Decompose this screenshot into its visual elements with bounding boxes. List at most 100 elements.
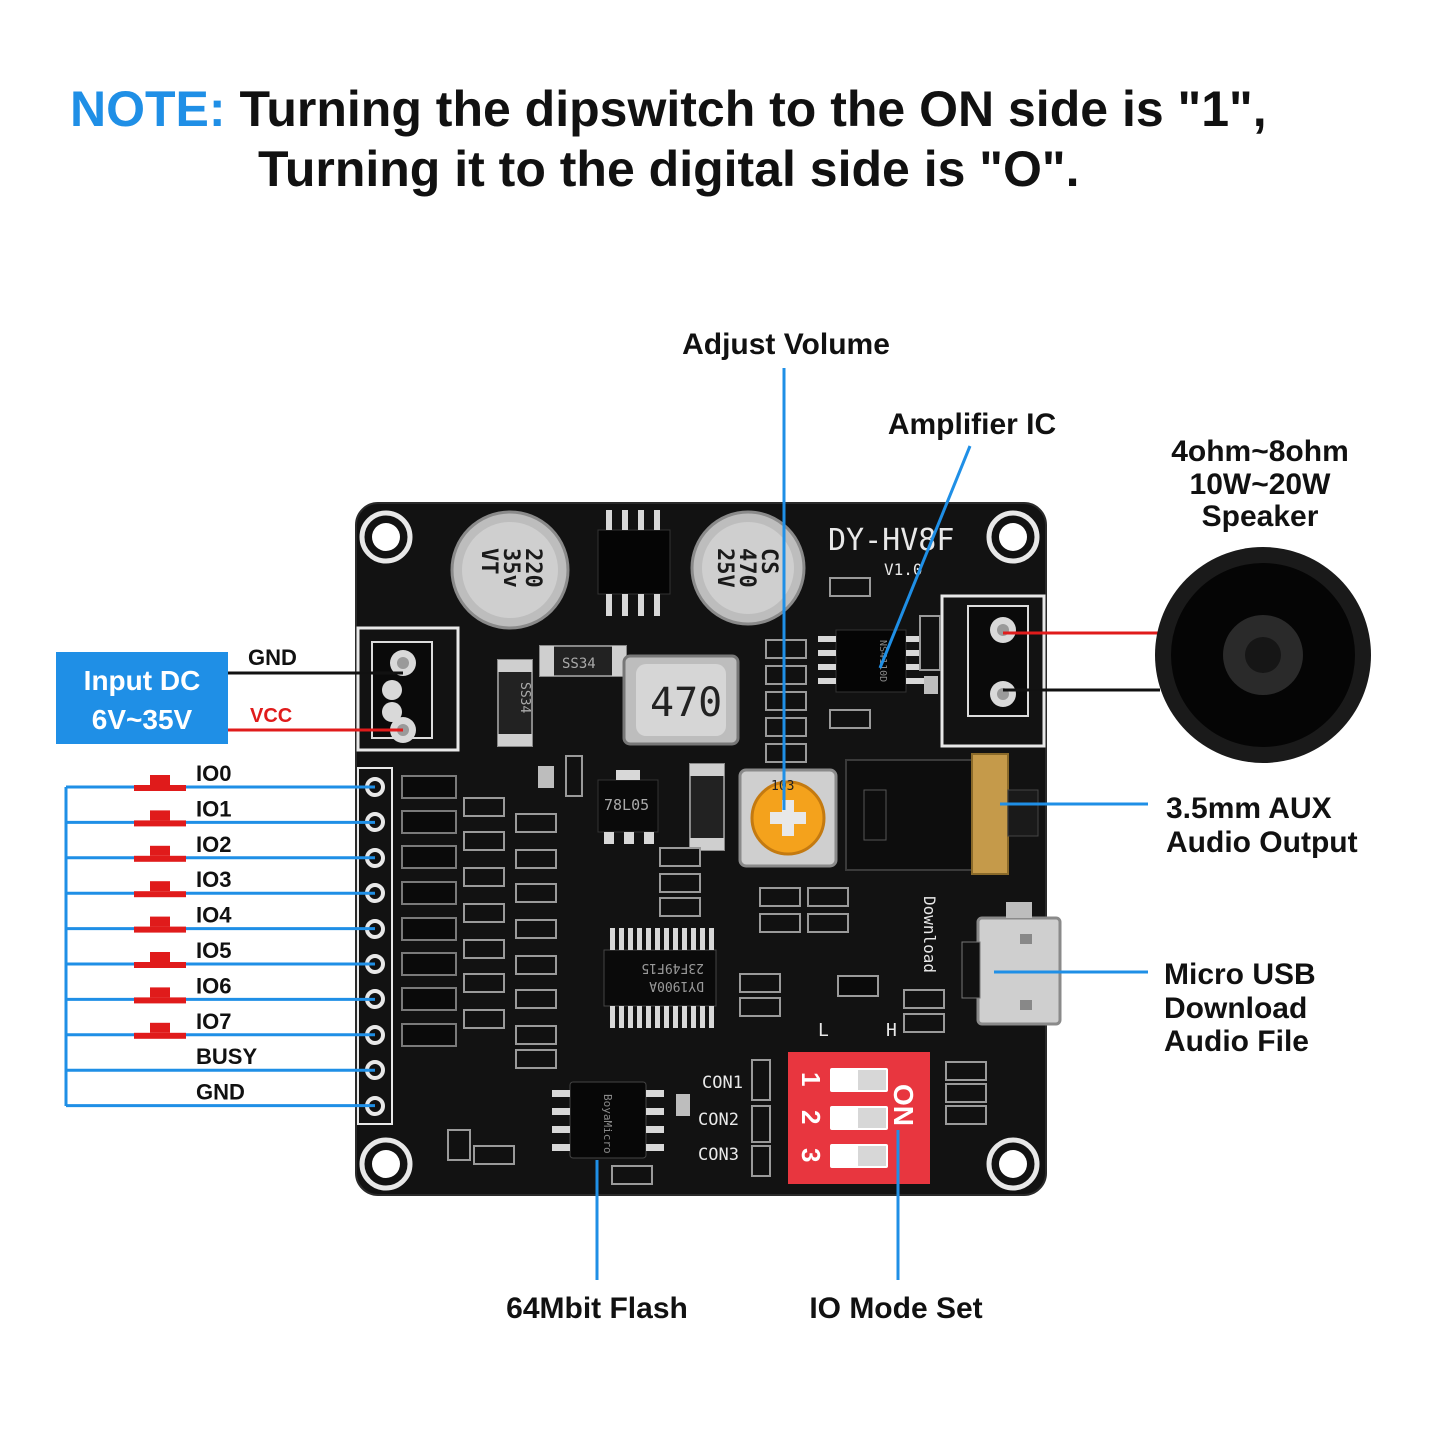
diode-ss34-b: SS34 <box>497 659 533 747</box>
con3-label: CON3 <box>698 1145 739 1165</box>
io-pin-row: IO2 <box>66 832 375 862</box>
callout-aux: 3.5mm AUX Audio Output <box>1000 792 1358 859</box>
capacitor-220uf: 220 35v VT <box>450 510 570 630</box>
amplifier-ic-label: Amplifier IC <box>888 408 1056 441</box>
push-button-icon <box>134 962 186 968</box>
mounting-holes <box>359 510 1040 1191</box>
push-button-cap <box>150 916 170 927</box>
power-terminal <box>356 626 460 752</box>
io-pin-row: BUSY <box>66 1044 375 1072</box>
speaker-spec-1: 4ohm~8ohm <box>1171 435 1349 468</box>
callout-amplifier-ic: Amplifier IC <box>878 408 1056 669</box>
io-pin-label: IO3 <box>196 867 231 892</box>
dip-on-label: ON <box>888 1084 919 1126</box>
callout-adjust-volume: Adjust Volume <box>682 328 890 810</box>
inductor-label: 470 <box>650 680 722 726</box>
diode-a-label: SS34 <box>562 656 596 672</box>
cap1-brand: VT <box>476 548 501 575</box>
aux-label-2: Audio Output <box>1166 826 1358 859</box>
io-pin-label: GND <box>196 1080 245 1105</box>
cap1-voltage: 35v <box>498 548 523 588</box>
io-pin-label: IO4 <box>196 903 232 928</box>
main-chip-line2: 23F49F15 <box>641 960 704 975</box>
note-line-1: Turning the dipswitch to the ON side is … <box>240 81 1267 137</box>
top-ic <box>597 510 671 616</box>
diode-ss24 <box>689 763 725 851</box>
push-button-icon <box>134 1032 186 1039</box>
power-input: Input DC 6V~35V GND VCC <box>56 645 403 744</box>
io-pin-label: IO7 <box>196 1009 231 1034</box>
input-dc-box <box>56 652 228 744</box>
con2-label: CON2 <box>698 1110 739 1130</box>
amplifier-ic-pointer <box>878 445 972 669</box>
gnd-label: GND <box>248 645 297 670</box>
speaker: 4ohm~8ohm 10W~20W Speaker <box>1003 435 1371 763</box>
nc-components <box>401 775 457 1047</box>
smd-components <box>447 577 987 1185</box>
cap2-voltage: 25V <box>712 548 737 588</box>
callout-io-mode: IO Mode Set <box>809 1130 983 1325</box>
download-label: Download <box>920 896 939 973</box>
push-button-icon <box>134 891 186 898</box>
push-button-cap <box>150 845 170 856</box>
dip-num-2: 2 <box>796 1110 826 1124</box>
speaker-spec-2: 10W~20W <box>1190 468 1332 501</box>
io-pin-row: IO0 <box>66 761 375 791</box>
dip-num-3: 3 <box>796 1148 826 1162</box>
io-pin-row: GND <box>66 1080 375 1108</box>
input-dc-line2: 6V~35V <box>92 704 193 735</box>
cap1-value: 220 <box>520 548 545 588</box>
board-model: DY-HV8F <box>828 523 954 558</box>
main-chip-line1: DY1900A <box>649 978 704 993</box>
note-line-2: Turning it to the digital side is "O". <box>258 141 1079 197</box>
adjust-volume-label: Adjust Volume <box>682 328 890 361</box>
io-pin-label: IO6 <box>196 973 231 998</box>
dip-low-label: L <box>818 1020 829 1041</box>
flash-label: 64Mbit Flash <box>506 1292 688 1325</box>
push-button-icon <box>134 855 186 862</box>
main-chip-dy1900a: DY1900A 23F49F15 <box>603 928 717 1028</box>
io-pin-row: IO7 <box>66 1009 375 1039</box>
speaker-spec-3: Speaker <box>1202 500 1319 533</box>
usb-label-2: Download <box>1164 992 1307 1025</box>
push-button-cap <box>150 810 170 821</box>
io-pin-label: BUSY <box>196 1044 257 1069</box>
cap2-brand: CS <box>756 548 781 575</box>
io-pin-row: IO4 <box>66 903 375 933</box>
pcb-board: DY-HV8F V1.0 220 35v VT CS 470 25V <box>355 502 1062 1196</box>
push-button-cap <box>150 1022 170 1033</box>
dip-num-1: 1 <box>796 1072 826 1086</box>
vcc-label: VCC <box>250 705 292 727</box>
io-pin-row: IO5 <box>66 938 375 968</box>
regulator-label: 78L05 <box>604 796 649 814</box>
note-label: NOTE: <box>70 81 226 137</box>
cap2-value: 470 <box>734 548 759 588</box>
inductor-470: 470 <box>622 654 740 746</box>
io-pin-row: IO1 <box>66 796 375 827</box>
capacitor-470uf: CS 470 25V <box>690 510 806 626</box>
input-dc-line1: Input DC <box>84 665 201 696</box>
push-button-icon <box>134 926 186 933</box>
callout-usb: Micro USB Download Audio File <box>994 958 1316 1058</box>
potentiometer: 103 <box>738 768 838 868</box>
diode-ss34-a: SS34 <box>539 645 627 677</box>
usb-label-3: Audio File <box>1164 1025 1309 1058</box>
push-button-cap <box>150 881 170 892</box>
io-pin-row: IO3 <box>66 867 375 898</box>
aux-label-1: 3.5mm AUX <box>1166 792 1332 825</box>
regulator-78l05: 78L05 <box>597 770 659 844</box>
push-button-cap <box>150 952 170 962</box>
callout-flash: 64Mbit Flash <box>506 1160 688 1325</box>
dip-high-label: H <box>886 1020 897 1041</box>
con1-label: CON1 <box>702 1073 743 1093</box>
board-traces <box>538 676 938 1116</box>
push-button-icon <box>134 820 186 827</box>
usb-label-1: Micro USB <box>1164 958 1316 991</box>
audio-jack <box>845 753 1039 875</box>
io-pin-label: IO5 <box>196 938 231 963</box>
io-pin-label: IO0 <box>196 761 231 786</box>
speaker-terminal <box>940 594 1046 748</box>
dip-switch: ON 1 2 3 <box>788 1052 930 1184</box>
